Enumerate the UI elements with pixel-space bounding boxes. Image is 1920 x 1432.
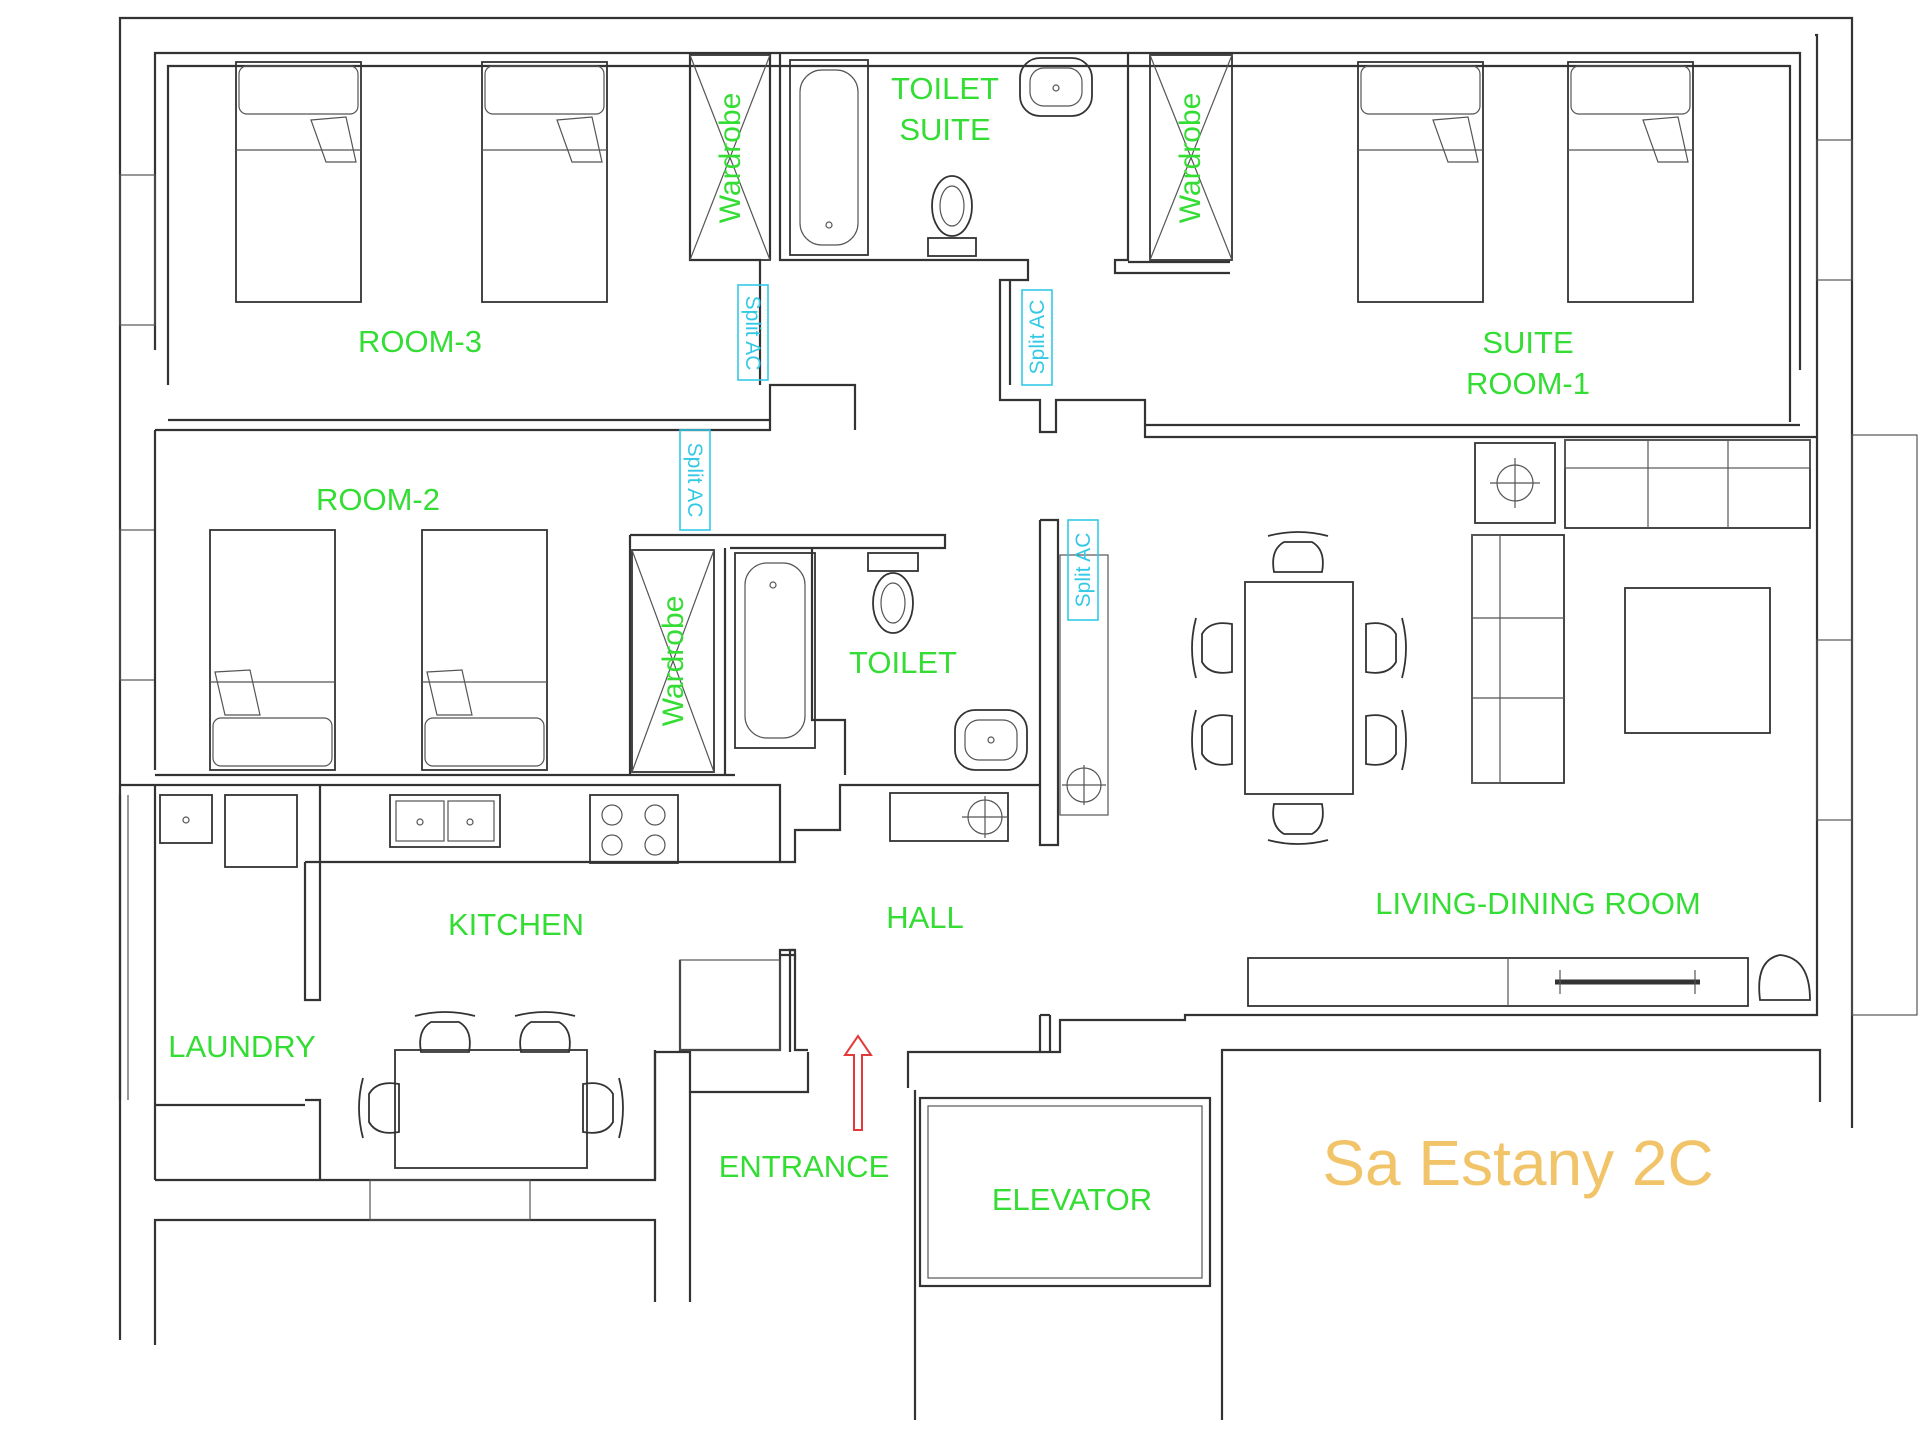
suite-room-1-label-line2: ROOM-1 — [1466, 366, 1590, 401]
chair-icon — [1191, 617, 1233, 679]
tv-unit — [1247, 957, 1749, 1007]
wardrobe-icon — [689, 54, 771, 261]
laundry-sink-icon — [159, 794, 213, 844]
fixture-labels: Wardrobe Wardrobe Wardrobe Split AC Spli… — [657, 93, 1207, 727]
cooktop-icon — [589, 794, 679, 864]
coffee-table — [1624, 587, 1771, 734]
chair-icon — [1267, 531, 1329, 573]
split-ac-box — [1021, 289, 1053, 386]
dining-table — [1244, 581, 1354, 795]
plan-title: Sa Estany 2C — [1322, 1127, 1713, 1199]
toilet-icon — [927, 175, 977, 257]
hall-label: HALL — [886, 900, 964, 935]
wardrobe-icon — [1149, 54, 1233, 261]
sink-icon — [1019, 57, 1093, 117]
kitchen-table — [394, 1049, 588, 1169]
wardrobe-icon — [631, 549, 715, 773]
living-dining-room-label: LIVING-DINING ROOM — [1375, 886, 1701, 921]
walls — [118, 16, 1918, 1420]
split-ac-label: Split AC — [1072, 533, 1095, 608]
wardrobe-label: Wardrobe — [714, 93, 747, 224]
chair-icon — [1758, 954, 1811, 1001]
chair-icon — [1191, 709, 1233, 771]
wardrobe-label: Wardrobe — [657, 596, 690, 727]
bed-icon — [421, 529, 548, 771]
entrance-arrow-icon — [843, 1034, 873, 1131]
bed-icon — [209, 529, 336, 771]
chair-icon — [414, 1011, 476, 1053]
wardrobe-label: Wardrobe — [1174, 93, 1207, 224]
split-ac-box — [679, 429, 711, 531]
furniture — [159, 54, 1811, 1169]
split-ac-label: Split AC — [1026, 300, 1049, 375]
room-3-label: ROOM-3 — [358, 324, 482, 359]
chair-icon — [514, 1011, 576, 1053]
split-ac-box — [737, 284, 769, 381]
bed-icon — [235, 61, 362, 303]
chair-icon — [1267, 803, 1329, 845]
toilet-suite-label: TOILET — [891, 71, 999, 106]
bed-icon — [1357, 61, 1484, 303]
split-ac-label: Split AC — [741, 296, 764, 371]
water-heater-icon — [889, 792, 1009, 842]
suite-room-1-label: SUITE — [1482, 325, 1573, 360]
toilet-icon — [867, 552, 919, 634]
elevator-label: ELEVATOR — [992, 1182, 1152, 1217]
split-ac-label: Split AC — [683, 443, 706, 518]
bed-icon — [481, 61, 608, 303]
kitchen-label: KITCHEN — [448, 907, 584, 942]
chair-icon — [358, 1077, 400, 1139]
bathtub-icon — [789, 59, 869, 256]
sofa-icon — [1471, 534, 1565, 784]
washing-machine — [224, 794, 298, 868]
toilet-suite-label-line2: SUITE — [899, 112, 990, 147]
chair-icon — [1365, 709, 1407, 771]
toilet-label: TOILET — [849, 645, 957, 680]
water-heater-icon — [1059, 554, 1109, 816]
chair-icon — [582, 1077, 624, 1139]
laundry-label: LAUNDRY — [168, 1029, 316, 1064]
sofa-icon — [1564, 439, 1811, 529]
room-labels: ROOM-3 TOILET SUITE SUITE ROOM-1 ROOM-2 … — [168, 71, 1701, 1217]
entrance-label: ENTRANCE — [719, 1149, 890, 1184]
room-2-label: ROOM-2 — [316, 482, 440, 517]
kitchen-sink-icon — [389, 794, 501, 848]
chair-icon — [1365, 617, 1407, 679]
bed-icon — [1567, 61, 1694, 303]
sink-icon — [954, 709, 1028, 771]
lamp-icon — [1474, 442, 1556, 524]
bathtub-icon — [734, 552, 816, 749]
split-ac-box — [1067, 519, 1099, 621]
